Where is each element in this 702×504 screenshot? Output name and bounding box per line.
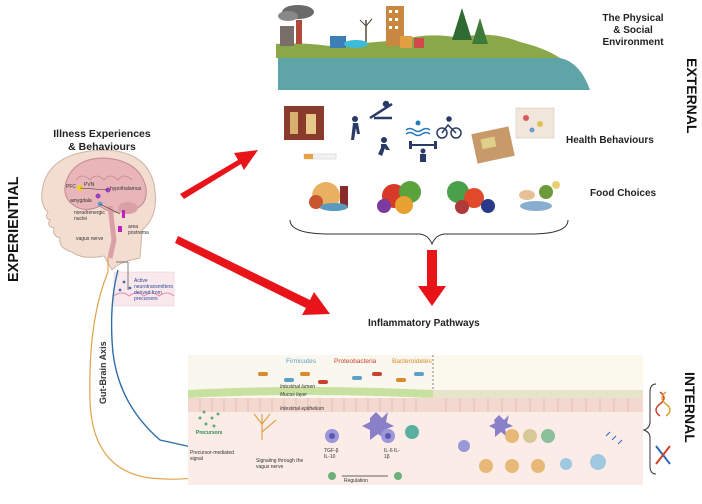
physical-line-3: Environment	[602, 37, 664, 48]
chromosome-icon	[655, 445, 671, 465]
dna-icon	[655, 391, 671, 417]
food-choices-label: Food Choices	[590, 188, 657, 199]
physical-line-2: & Social	[613, 25, 653, 36]
food-icons	[289, 181, 569, 246]
phylum-bacteroidetes: Bacteroidetes	[392, 358, 432, 365]
neurotransmitters-label: Active neurotransmitters derived from pr…	[134, 278, 173, 302]
phylum-proteobacteria: Proteobacteria	[334, 358, 377, 365]
tree	[452, 8, 472, 40]
dendritic-cell	[362, 412, 394, 440]
intestinal-lumen-label: Intestinal lumen	[280, 384, 316, 390]
amygdala-label: amygdala	[70, 198, 92, 204]
health-behaviours-label: Health Behaviours	[566, 135, 654, 146]
grouping-bracket	[289, 219, 569, 246]
precursor-signal-label: Precursor-mediated signal	[190, 450, 234, 462]
area-postrema-label: area postrema	[128, 224, 149, 236]
illness-line-1: Illness Experiences	[53, 128, 151, 140]
environment-panorama	[276, 5, 590, 90]
bacteria	[258, 372, 424, 384]
food-plate-1	[309, 182, 348, 211]
cytokines-right-label: IL-6 IL-1β	[384, 448, 400, 460]
physical-line-1: The Physical	[602, 13, 664, 24]
illness-title: Illness Experiences & Behaviours	[42, 128, 162, 154]
exercise-machine-icon	[369, 100, 393, 120]
walking-icon	[351, 116, 360, 140]
mucus-layer-label: Mucus layer	[280, 392, 307, 398]
noradrenergic-label: noradrenergic nuclei	[74, 210, 105, 222]
playground	[344, 40, 368, 48]
precursor-signal-line	[110, 269, 197, 449]
cerebellum	[118, 202, 138, 214]
swimming-icon	[405, 120, 431, 137]
regulation-label: Regulation	[344, 478, 368, 484]
food-plate-2	[377, 181, 421, 214]
gut-panel	[188, 355, 643, 485]
cycling-icon	[436, 116, 462, 139]
red-arrows	[175, 150, 446, 315]
health-behaviour-icons	[284, 100, 555, 164]
illness-line-2: & Behaviours	[68, 141, 136, 153]
phylum-firmicutes: Firmicutes	[286, 358, 316, 365]
immune-cells-right	[458, 415, 623, 473]
brainstem	[107, 205, 117, 259]
pfc-label: PFC	[66, 184, 76, 190]
running-icon	[378, 137, 390, 156]
epithelial-cells	[199, 398, 629, 412]
sea	[278, 58, 590, 90]
internal-bracket	[642, 383, 671, 475]
vagus-signal-line-2: vagus nerve	[256, 464, 284, 470]
arrow-to-inflammatory	[175, 236, 330, 315]
vagus-signal-label: Signaling through the vagus nerve	[256, 458, 303, 470]
mucus-layer-band	[188, 387, 433, 398]
macrophage	[405, 425, 419, 439]
house	[400, 36, 412, 48]
head-brain	[41, 149, 156, 271]
external-label: EXTERNAL	[684, 58, 700, 134]
immune-cells	[325, 412, 419, 480]
tree	[472, 18, 488, 44]
hypothalamus-label: hypothalamus	[110, 186, 142, 192]
precursors-label: Precursors	[196, 430, 223, 436]
precursor-dots	[198, 410, 220, 428]
vagus-nerve-label: vagus nerve	[76, 236, 104, 242]
weightlifting-icon	[409, 141, 437, 162]
neurotransmitter-panel	[113, 271, 175, 307]
house	[330, 36, 346, 48]
cytokines-left-label: TGF-β IL-10	[324, 448, 339, 460]
pvn-label: PVN	[84, 182, 95, 188]
pills-image	[515, 107, 555, 139]
factory	[280, 26, 294, 46]
intestinal-epithelium-label: Intestinal epithelium	[280, 406, 325, 412]
nerve-endings	[253, 413, 277, 440]
internal-label: INTERNAL	[682, 372, 698, 443]
epithelium-band	[188, 398, 643, 412]
house	[414, 38, 424, 48]
inflammatory-pathways-label: Inflammatory Pathways	[368, 318, 480, 329]
gut-brain-axis-label: Gut-Brain Axis	[98, 341, 108, 404]
vagus-signal-line-1: Signaling through the	[256, 458, 304, 464]
food-plate-4	[519, 181, 560, 211]
experiential-label: EXPERIENTIAL	[6, 176, 22, 282]
food-plate-3	[447, 181, 495, 214]
lamina-propria	[188, 412, 643, 485]
physical-environment-title: The Physical & Social Environment	[590, 13, 676, 49]
arrow-to-external	[180, 150, 258, 199]
arrow-down-inflammatory	[418, 250, 446, 306]
